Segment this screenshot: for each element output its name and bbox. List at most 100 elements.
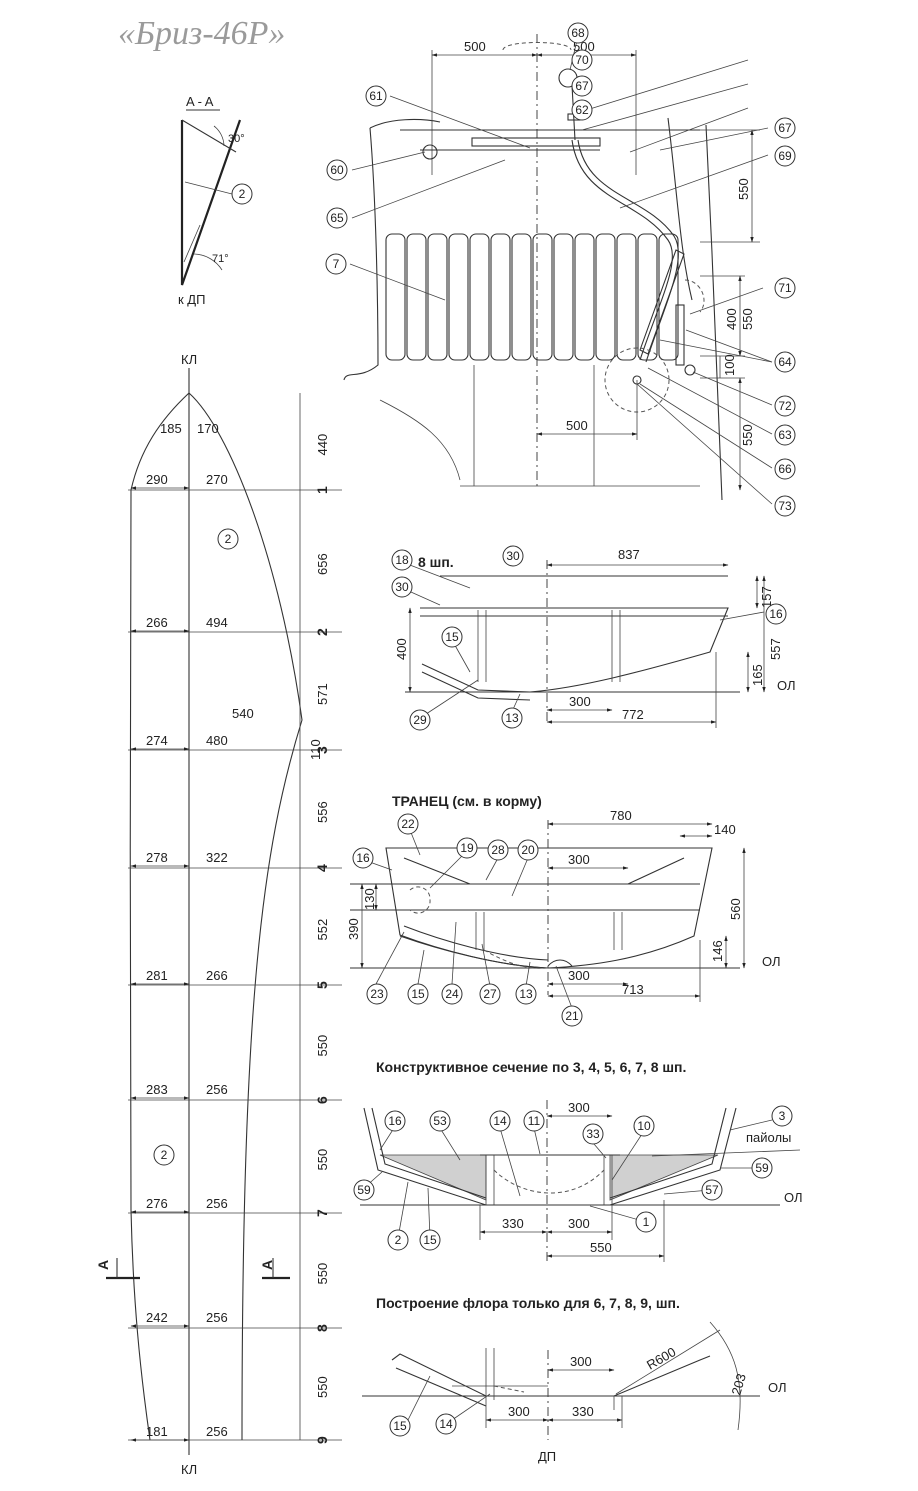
- svg-text:15: 15: [411, 987, 425, 1001]
- dim-157: 157: [759, 586, 774, 608]
- svg-text:27: 27: [483, 987, 497, 1001]
- svg-text:30: 30: [395, 580, 409, 594]
- part-callout: 15: [389, 1415, 411, 1437]
- station-label: 2: [314, 628, 330, 636]
- part-callout: 59: [353, 1179, 375, 1201]
- svg-text:15: 15: [423, 1233, 437, 1247]
- svg-text:53: 53: [433, 1114, 447, 1128]
- half-170: 170: [197, 421, 219, 436]
- part-callout: 20: [517, 839, 539, 861]
- svg-text:63: 63: [778, 428, 792, 442]
- dim-300-f8: 300: [569, 694, 591, 709]
- svg-text:18: 18: [395, 553, 409, 567]
- half-breadth-right: 256: [206, 1196, 228, 1211]
- part-callout: 67: [571, 75, 593, 97]
- dim-557: 557: [768, 638, 783, 660]
- ol-label-fl: ОЛ: [768, 1380, 787, 1395]
- dim-550-c: 550: [740, 424, 755, 446]
- constructive-section: [360, 1100, 801, 1262]
- part-callout: 3: [771, 1105, 793, 1127]
- part-callout: 10: [633, 1115, 655, 1137]
- part-callout: 27: [479, 983, 501, 1005]
- svg-text:15: 15: [393, 1419, 407, 1433]
- ol-label-tr: ОЛ: [762, 954, 781, 969]
- part-callout: 59: [751, 1157, 773, 1179]
- dim-550-sec: 550: [590, 1240, 612, 1255]
- dim-550-a: 550: [736, 178, 751, 200]
- part-callout: 1: [635, 1211, 657, 1233]
- part-callout: 72: [774, 395, 796, 417]
- seat-slat: [574, 233, 595, 361]
- floor-caption: Построение флора только для 6, 7, 8, 9, …: [376, 1295, 680, 1311]
- section-a-marker-left: A: [95, 1258, 140, 1280]
- part-callout: 70: [571, 49, 593, 71]
- part-callout: 53: [429, 1110, 451, 1132]
- svg-text:2: 2: [161, 1148, 168, 1162]
- part-callout: 62: [571, 99, 593, 121]
- svg-text:14: 14: [439, 1417, 453, 1431]
- part-callout: 14: [435, 1413, 457, 1435]
- svg-text:59: 59: [755, 1161, 769, 1175]
- station-spacing: 550: [315, 1035, 330, 1057]
- dim-300-tr-a: 300: [568, 852, 590, 867]
- section-aa-label: A - A: [186, 94, 214, 109]
- half-breadth-right: 322: [206, 850, 228, 865]
- station-spacing: 550: [315, 1376, 330, 1398]
- dim-500-left: 500: [464, 39, 486, 54]
- svg-text:14: 14: [493, 1114, 507, 1128]
- half-breadth-right: 256: [206, 1424, 228, 1439]
- seat-slat: [616, 233, 637, 361]
- part-callout: 2: [217, 528, 239, 550]
- svg-text:2: 2: [225, 532, 232, 546]
- svg-text:13: 13: [505, 711, 519, 725]
- part-callout: 61: [365, 85, 387, 107]
- station-label: 1: [314, 486, 330, 494]
- part-callout: 2: [387, 1229, 409, 1251]
- svg-text:64: 64: [778, 355, 792, 369]
- dim-300-tr-b: 300: [568, 968, 590, 983]
- kl-top-label: КЛ: [181, 352, 197, 367]
- half-breadth-left: 283: [146, 1082, 168, 1097]
- seat-slat: [406, 233, 427, 361]
- dim-300-sec-a: 300: [568, 1100, 590, 1115]
- dim-560: 560: [728, 898, 743, 920]
- dim-300-sec-b: 300: [568, 1216, 590, 1231]
- svg-text:15: 15: [445, 630, 459, 644]
- svg-text:67: 67: [778, 121, 792, 135]
- dim-100: 100: [722, 354, 737, 376]
- svg-text:2: 2: [239, 187, 246, 201]
- part-callout: 60: [326, 159, 348, 181]
- svg-text:10: 10: [637, 1119, 651, 1133]
- svg-text:22: 22: [401, 817, 415, 831]
- svg-text:69: 69: [778, 149, 792, 163]
- dim-130: 130: [362, 888, 377, 910]
- part-callout: 16: [384, 1110, 406, 1132]
- part-callout: 15: [407, 983, 429, 1005]
- ol-label-sec: ОЛ: [784, 1190, 803, 1205]
- part-callout: 22: [397, 813, 419, 835]
- part-callout: 2: [153, 1144, 175, 1166]
- seat-slat: [637, 233, 658, 361]
- dim-140: 140: [714, 822, 736, 837]
- station-spacing: 550: [315, 1263, 330, 1285]
- seat-slat: [448, 233, 469, 361]
- svg-text:60: 60: [330, 163, 344, 177]
- dim-780: 780: [610, 808, 632, 823]
- svg-text:70: 70: [575, 53, 589, 67]
- part-callout: 57: [701, 1179, 723, 1201]
- station-label: 6: [314, 1096, 330, 1104]
- angle-71-label: 71°: [212, 253, 229, 265]
- part-callout: 16: [765, 603, 787, 625]
- station-spacing: 656: [315, 553, 330, 575]
- paioly-label: пайолы: [746, 1130, 791, 1145]
- floor-construction: [362, 1321, 760, 1440]
- part-callout: 21: [561, 1005, 583, 1027]
- half-breadth-left: 290: [146, 472, 168, 487]
- dim-146: 146: [710, 940, 725, 962]
- part-callout: 33: [582, 1123, 604, 1145]
- half-breadth-left: 276: [146, 1196, 168, 1211]
- half-breadth-left: 274: [146, 733, 168, 748]
- part-callout: 64: [774, 351, 796, 373]
- half-breadth-right: 256: [206, 1310, 228, 1325]
